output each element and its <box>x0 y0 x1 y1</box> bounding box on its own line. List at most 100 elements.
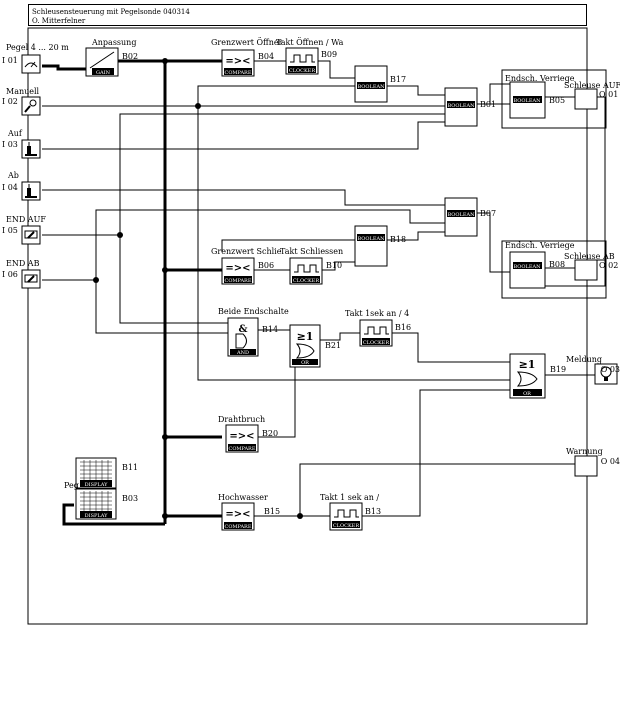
block-b17[interactable]: BOOLEAN B17 <box>354 65 406 103</box>
input-label: Manuell <box>6 87 40 96</box>
block-label: Grenzwert Schlie <box>211 247 282 256</box>
input-id: I 04 <box>2 183 18 192</box>
block-label: Anpassung <box>91 38 136 47</box>
limit-switch-icon <box>24 230 38 239</box>
block-symbol: =>< <box>225 263 250 274</box>
junction-dots <box>93 58 303 519</box>
block-b08[interactable]: Endsch. Verriege BOOLEAN B08 <box>505 241 575 289</box>
block-label: Drahtbruch <box>218 415 265 424</box>
or-gate-icon <box>516 371 538 387</box>
input-i03[interactable]: Auf I 03 <box>2 129 41 159</box>
display-grid-icon <box>80 460 112 480</box>
diagram-header: Schleusensteuerung mit Pegelsonde 040314… <box>28 4 587 26</box>
block-label: Takt Schliessen <box>280 247 343 256</box>
block-tag: OR <box>301 360 309 366</box>
block-tag: COMPARE <box>225 524 252 530</box>
group-frame-close <box>501 240 607 299</box>
input-label: Pegel 4 ... 20 m <box>6 43 69 52</box>
block-id: B17 <box>390 75 406 84</box>
block-b20[interactable]: Drahtbruch =>< COMPARE B20 <box>218 415 278 453</box>
block-tag: BOOLEAN <box>448 212 476 218</box>
lamp-icon <box>600 366 612 381</box>
pushbutton-icon <box>25 184 37 198</box>
input-i01[interactable]: Pegel 4 ... 20 m I 01 <box>2 43 69 74</box>
input-i04[interactable]: Ab I 04 <box>2 171 41 201</box>
block-symbol: & <box>238 324 247 335</box>
block-id: B09 <box>321 50 337 59</box>
block-tag: CLOCKER <box>289 68 315 74</box>
block-b02[interactable]: Anpassung GAIN B02 <box>85 38 138 77</box>
output-id: O 03 <box>601 365 620 374</box>
block-tag: COMPARE <box>229 446 256 452</box>
block-b06[interactable]: Grenzwert Schlie =>< COMPARE B06 <box>211 247 282 285</box>
block-label: Takt 1sek an / 4 <box>345 309 409 318</box>
block-b10[interactable]: Takt Schliessen CLOCKER B10 <box>280 247 343 285</box>
output-id: O 01 <box>599 90 618 99</box>
block-b04[interactable]: Grenzwert Öffner =>< COMPARE B04 <box>211 38 283 77</box>
block-b21[interactable]: ≥1 OR B21 <box>289 324 341 368</box>
block-id: B18 <box>390 235 406 244</box>
pulse-icon <box>364 326 389 335</box>
block-label: Endsch. Verriege <box>505 74 575 83</box>
diagram-author: O. Mitterfelner <box>32 17 86 25</box>
gain-ramp-icon <box>89 51 115 69</box>
block-id: B10 <box>326 261 342 270</box>
output-o03[interactable]: Meldung O 03 <box>566 355 620 385</box>
key-switch-icon <box>24 99 37 113</box>
block-label: Beide Endschalte <box>218 307 289 316</box>
output-label: Meldung <box>566 355 602 364</box>
block-tag: DISPLAY <box>85 482 109 488</box>
block-b14[interactable]: Beide Endschalte & AND B14 <box>218 307 289 357</box>
block-id: B15 <box>264 507 280 516</box>
block-b18[interactable]: BOOLEAN B18 <box>354 225 406 267</box>
limit-switch-icon <box>24 274 38 283</box>
pulse-icon <box>290 54 315 63</box>
block-id: B21 <box>325 341 341 350</box>
block-label: Peg <box>64 481 79 490</box>
block-id: B06 <box>258 261 274 270</box>
block-id: B16 <box>395 323 411 332</box>
block-b03[interactable]: Peg DISPLAY B03 <box>64 481 138 520</box>
block-b16[interactable]: Takt 1sek an / 4 CLOCKER B16 <box>345 309 411 347</box>
input-label: END AB <box>6 259 40 268</box>
block-symbol: =>< <box>225 509 250 520</box>
block-id: B20 <box>262 429 278 438</box>
output-o04[interactable]: Warnung O 04 <box>566 447 620 477</box>
output-o02[interactable]: Schleuse AB O 02 <box>564 252 618 281</box>
input-i05[interactable]: END AUF I 05 <box>2 215 46 245</box>
block-tag: COMPARE <box>225 278 252 284</box>
block-b15[interactable]: Hochwasser =>< COMPARE B15 <box>218 493 280 531</box>
block-id: B04 <box>258 52 274 61</box>
block-label: Endsch. Verriege <box>505 241 575 250</box>
output-id: O 04 <box>601 457 620 466</box>
wires <box>42 59 606 526</box>
block-symbol: =>< <box>229 431 254 442</box>
block-b07[interactable]: BOOLEAN B07 <box>444 197 496 237</box>
block-symbol: ≥1 <box>297 330 314 343</box>
diagram-title: Schleusensteuerung mit Pegelsonde 040314 <box>32 8 190 16</box>
input-id: I 01 <box>2 56 18 65</box>
input-label: END AUF <box>6 215 46 224</box>
input-i02[interactable]: Manuell I 02 <box>2 87 41 116</box>
block-label: Takt Öffnen / Wa <box>276 38 344 47</box>
block-label: Takt 1 sek an / <box>320 493 379 502</box>
block-tag: BOOLEAN <box>514 98 542 104</box>
block-id: B13 <box>365 507 381 516</box>
block-b09[interactable]: Takt Öffnen / Wa CLOCKER B09 <box>276 38 344 75</box>
pushbutton-icon <box>25 142 37 156</box>
block-tag: OR <box>523 391 531 397</box>
input-i06[interactable]: END AB I 06 <box>2 259 41 289</box>
block-tag: CLOCKER <box>293 278 319 284</box>
input-label: Ab <box>7 171 19 180</box>
block-b13[interactable]: Takt 1 sek an / CLOCKER B13 <box>320 493 381 531</box>
block-tag: CLOCKER <box>363 340 389 346</box>
block-b19[interactable]: ≥1 OR B19 <box>509 353 566 399</box>
block-b01[interactable]: BOOLEAN B01 <box>444 87 496 127</box>
block-id: B05 <box>549 96 565 105</box>
output-o01[interactable]: Schleuse AUF O 01 <box>564 81 620 110</box>
block-tag: BOOLEAN <box>514 264 542 270</box>
block-b05[interactable]: Endsch. Verriege BOOLEAN B05 <box>505 74 575 119</box>
block-id: B02 <box>122 52 138 61</box>
block-b11[interactable]: DISPLAY B11 <box>75 457 138 489</box>
